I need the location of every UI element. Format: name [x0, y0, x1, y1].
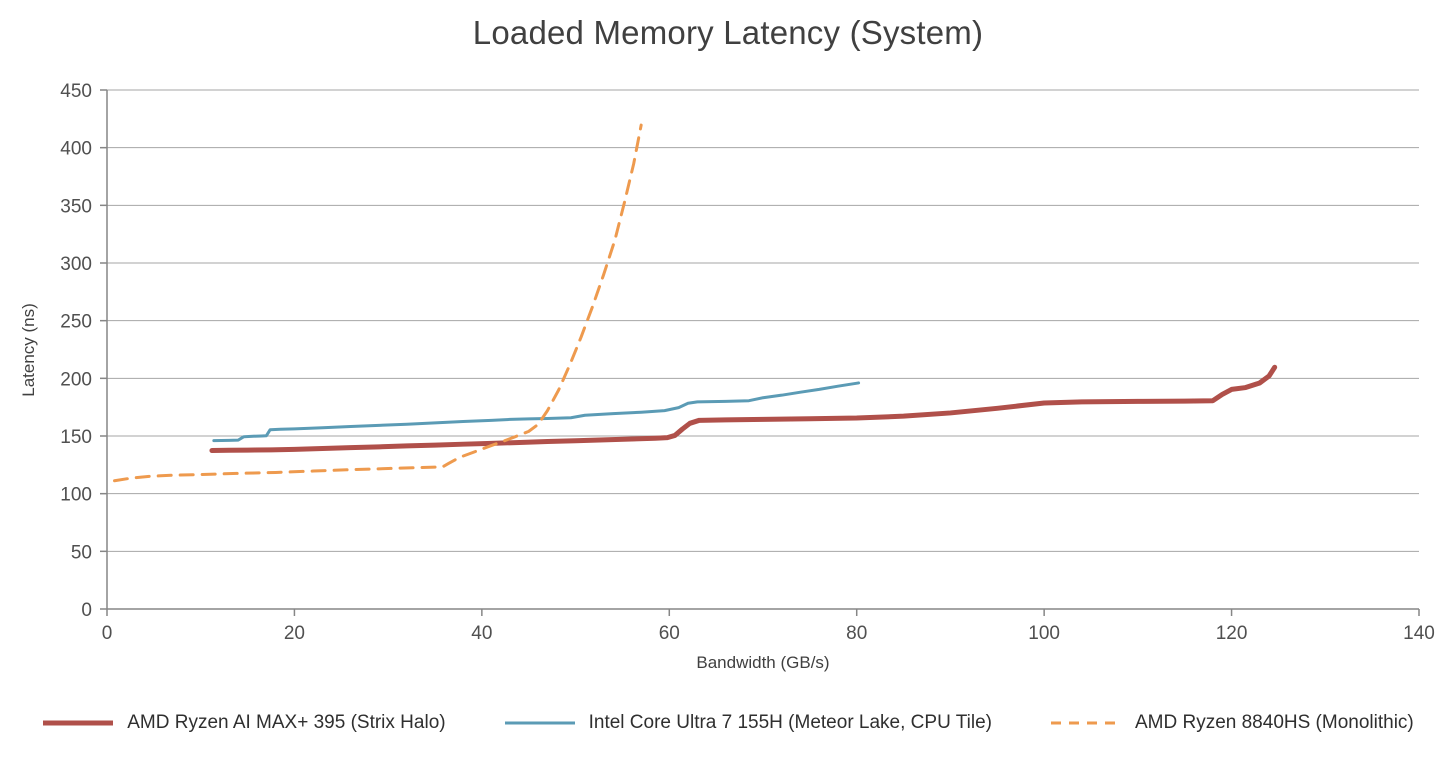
series-line-2	[112, 123, 643, 483]
x-axis-title: Bandwidth (GB/s)	[696, 653, 829, 672]
x-tick-label: 60	[659, 623, 680, 644]
x-tick-label: 80	[846, 623, 867, 644]
y-tick-label: 50	[71, 542, 92, 563]
y-tick-label: 0	[81, 600, 92, 621]
plot-area: 0 50 100 150 200 250 300 350 400 450 0 20 40 60 80 100 1…	[19, 81, 1435, 672]
legend-swatch-0	[42, 716, 114, 730]
series-line-0	[209, 364, 1278, 454]
chart-legend: AMD Ryzen AI MAX+ 395 (Strix Halo) Intel …	[0, 703, 1456, 743]
legend-label-2: AMD Ryzen 8840HS (Monolithic)	[1134, 712, 1414, 733]
y-tick-label: 250	[60, 312, 92, 333]
series-line-1	[212, 381, 861, 443]
legend-item-1[interactable]: Intel Core Ultra 7 155H (Meteor Lake, CP…	[504, 712, 992, 734]
y-tick-label: 300	[60, 254, 92, 275]
data-series-group	[112, 123, 1278, 483]
x-tick-label: 0	[102, 623, 113, 644]
y-tick-label: 100	[60, 485, 92, 506]
x-tick-label: 140	[1403, 623, 1435, 644]
legend-item-2[interactable]: AMD Ryzen 8840HS (Monolithic)	[1050, 712, 1414, 734]
legend-swatch-2	[1050, 716, 1122, 730]
legend-swatch-1	[504, 716, 576, 730]
y-tick-label: 400	[60, 139, 92, 160]
x-tick-label: 100	[1028, 623, 1060, 644]
y-tick-label: 450	[60, 81, 92, 102]
gridlines	[107, 89, 1419, 552]
legend-label-0: AMD Ryzen AI MAX+ 395 (Strix Halo)	[127, 712, 446, 733]
y-tick-label: 200	[60, 369, 92, 390]
y-tick-label: 350	[60, 196, 92, 217]
tick-label-group: 0 50 100 150 200 250 300 350 400 450 0 20 40 60 80 100 1…	[60, 81, 1435, 644]
y-tick-label: 150	[60, 427, 92, 448]
x-tick-label: 40	[471, 623, 492, 644]
chart-title: Loaded Memory Latency (System)	[472, 14, 984, 51]
x-tick-label: 120	[1216, 623, 1248, 644]
y-axis-title: Latency (ns)	[19, 303, 38, 397]
legend-label-1: Intel Core Ultra 7 155H (Meteor Lake, CP…	[588, 712, 992, 733]
x-tick-label: 20	[284, 623, 305, 644]
axis-ticks	[100, 89, 1420, 616]
legend-item-0[interactable]: AMD Ryzen AI MAX+ 395 (Strix Halo)	[42, 712, 446, 734]
